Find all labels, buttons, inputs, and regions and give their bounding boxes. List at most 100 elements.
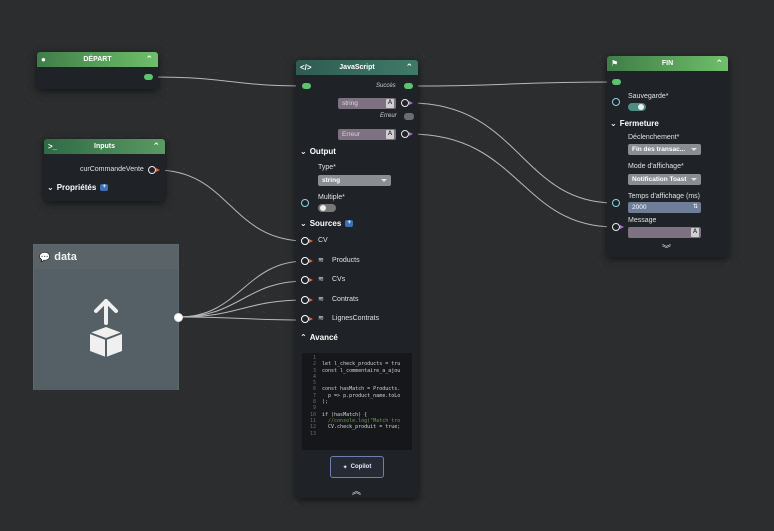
wire-data-to-cvs: [178, 280, 307, 318]
code-text: p => p.product_name.toLo: [322, 392, 401, 399]
fin-header[interactable]: ⚑ FIN ⌃: [607, 56, 728, 71]
copilot-button[interactable]: ✦ Copilot: [330, 456, 384, 478]
line-number: 6: [312, 386, 316, 393]
data-body: [34, 269, 178, 390]
code-text: );: [322, 399, 329, 406]
inputs-field-port[interactable]: [148, 166, 160, 174]
chevron-up-icon[interactable]: ⌃: [152, 141, 160, 151]
advanced-section[interactable]: ⌃Avancé: [300, 333, 338, 342]
layers-icon: ≋: [318, 257, 324, 264]
layers-icon: ≋: [318, 315, 324, 322]
inputs-node[interactable]: >_ Inputs ⌃ curCommandeVente ⌄Propriétés…: [44, 139, 165, 201]
depart-node[interactable]: ● DÉPART ⌃: [37, 52, 158, 89]
code-line: 7 p => p.product_name.toLo: [302, 393, 412, 399]
source-label-products: Products: [332, 257, 360, 264]
sparkle-icon: ✦: [342, 464, 348, 471]
source-label-contrats: Contrats: [332, 296, 359, 303]
line-number: 11: [309, 417, 316, 424]
javascript-node[interactable]: </> JavaScript ⌃ Succès string A Erreur …: [296, 60, 418, 498]
text-type-badge: A: [691, 228, 699, 237]
data-header: 💬 data: [34, 245, 178, 269]
chevron-up-icon[interactable]: ⌃: [145, 54, 153, 64]
inputs-header[interactable]: >_ Inputs ⌃: [44, 139, 165, 154]
message-input-port[interactable]: [612, 223, 624, 231]
source-port-cv[interactable]: [301, 237, 313, 245]
message-input[interactable]: A: [628, 227, 701, 238]
text-type-badge: A: [386, 130, 394, 139]
sources-section[interactable]: ⌄Sources+: [300, 219, 354, 228]
display-mode-select[interactable]: Notification Toast: [628, 174, 701, 185]
multiple-toggle[interactable]: [318, 204, 336, 212]
text-type-badge: A: [386, 99, 394, 108]
chevron-down-icon: ⌄: [300, 219, 307, 228]
output-section[interactable]: ⌄Output: [300, 147, 336, 156]
line-number: 7: [312, 392, 316, 399]
javascript-header[interactable]: </> JavaScript ⌃: [296, 60, 418, 75]
error-field[interactable]: Erreur A: [338, 129, 396, 140]
error-field-port[interactable]: [401, 130, 413, 138]
line-number: 13: [309, 430, 316, 437]
depart-output-port[interactable]: [144, 74, 153, 80]
source-port-lignescontrats[interactable]: [301, 315, 313, 323]
success-output-port[interactable]: [404, 83, 413, 89]
inputs-properties-section[interactable]: ⌄Propriétés+: [47, 183, 109, 192]
code-text: const l_commentaire_a_ajou: [322, 367, 401, 374]
multiple-label: Multiple*: [318, 194, 345, 201]
wire-inputs-to-cv: [155, 169, 307, 242]
fin-input-port[interactable]: [612, 79, 621, 85]
depart-header[interactable]: ● DÉPART ⌃: [37, 52, 158, 67]
fin-node[interactable]: ⚑ FIN ⌃ Sauvegarde* ⌄Fermeture Déclenche…: [607, 56, 728, 257]
code-text: const hasMatch = Products.: [322, 386, 401, 393]
source-port-cvs[interactable]: [301, 276, 313, 284]
wire-error-to-message: [409, 133, 616, 228]
inputs-field-label: curCommandeVente: [80, 166, 144, 173]
save-label: Sauvegarde*: [628, 93, 669, 100]
data-panel[interactable]: 💬 data: [33, 244, 179, 390]
code-line: 8);: [302, 399, 412, 405]
layers-icon: ≋: [318, 296, 324, 303]
wire-depart-to-js: [151, 76, 307, 87]
wire-string-to-time: [409, 102, 616, 204]
wire-js-to-fin: [409, 81, 616, 87]
closing-section[interactable]: ⌄Fermeture: [610, 119, 659, 128]
start-icon: ●: [41, 55, 46, 64]
line-number: 8: [312, 399, 316, 406]
javascript-input-port[interactable]: [302, 83, 311, 89]
code-line: 1: [302, 355, 412, 361]
error-output-port[interactable]: [404, 113, 414, 120]
inputs-title: Inputs: [94, 143, 115, 150]
string-output-field[interactable]: string A: [338, 98, 396, 109]
multiple-input-port[interactable]: [301, 199, 309, 207]
chevron-up-icon: ⌃: [300, 333, 307, 342]
collapse-icon[interactable]: ︽: [352, 486, 362, 496]
line-number: 2: [312, 361, 316, 368]
success-label: Succès: [376, 83, 396, 89]
source-label-cvs: CVs: [332, 276, 346, 283]
type-label: Type*: [318, 164, 336, 171]
fin-title: FIN: [661, 60, 674, 67]
add-source-button[interactable]: +: [345, 220, 354, 228]
chevron-up-icon[interactable]: ⌃: [715, 58, 723, 68]
display-time-input[interactable]: 2000 ⇅: [628, 202, 701, 213]
display-time-input-port[interactable]: [612, 199, 620, 207]
expand-icon[interactable]: ︾: [662, 244, 672, 254]
source-port-contrats[interactable]: [301, 296, 313, 304]
upload-box-icon: [89, 299, 123, 357]
code-line: 4: [302, 374, 412, 380]
code-icon: </>: [300, 63, 312, 72]
save-toggle[interactable]: [628, 103, 646, 111]
trigger-select[interactable]: Fin des transac...: [628, 144, 701, 155]
type-select[interactable]: string: [318, 175, 391, 186]
code-line: 13: [302, 431, 412, 437]
string-output-port[interactable]: [401, 99, 413, 107]
source-port-products[interactable]: [301, 257, 313, 265]
add-property-button[interactable]: +: [100, 184, 109, 192]
data-output-port[interactable]: [174, 313, 183, 322]
chevron-up-icon[interactable]: ⌃: [405, 62, 413, 72]
stepper-icon[interactable]: ⇅: [692, 204, 698, 210]
save-input-port[interactable]: [612, 98, 620, 106]
